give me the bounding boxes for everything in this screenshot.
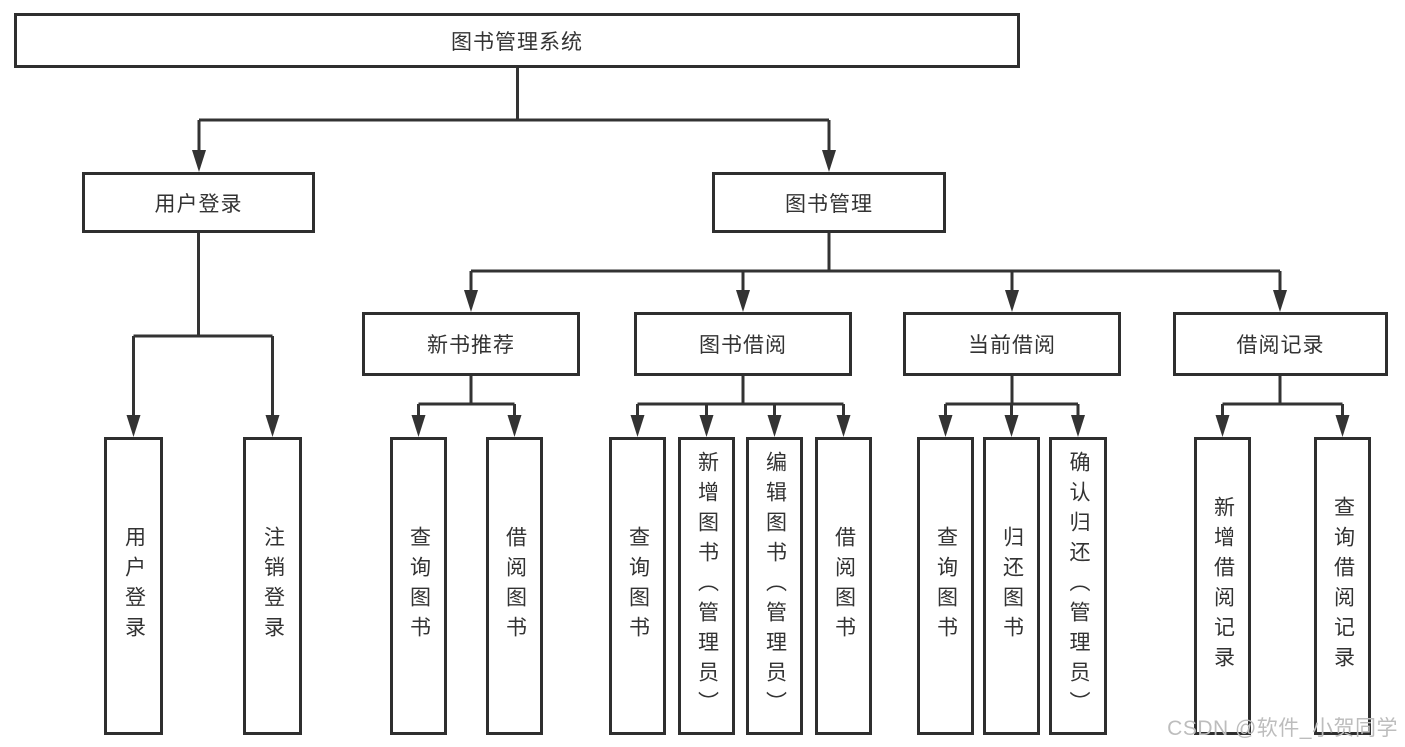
- node-user-login: 用户登录: [82, 172, 315, 233]
- node-borrowing-records: 借阅记录: [1173, 312, 1388, 376]
- leaf-borrow-books-borrowing: 借阅图书: [815, 437, 872, 735]
- leaf-logout: 注销登录: [243, 437, 302, 735]
- leaf-search-books-recommend: 查询图书: [390, 437, 447, 735]
- leaf-return-books: 归还图书: [983, 437, 1040, 735]
- leaf-confirm-return-admin: 确认归还（管理员）: [1049, 437, 1107, 735]
- node-book-borrowing: 图书借阅: [634, 312, 852, 376]
- node-new-book-recommendation: 新书推荐: [362, 312, 580, 376]
- leaf-search-books-borrowing: 查询图书: [609, 437, 666, 735]
- watermark: CSDN @软件_小贺同学: [1167, 717, 1398, 740]
- leaf-search-borrow-record: 查询借阅记录: [1314, 437, 1371, 735]
- leaf-add-borrow-record: 新增借阅记录: [1194, 437, 1251, 735]
- node-library-management-system: 图书管理系统: [14, 13, 1020, 68]
- leaf-user-login: 用户登录: [104, 437, 163, 735]
- leaf-add-books-admin: 新增图书（管理员）: [678, 437, 735, 735]
- node-book-management: 图书管理: [712, 172, 946, 233]
- node-current-borrowing: 当前借阅: [903, 312, 1121, 376]
- arrowheads: [126, 150, 1350, 437]
- leaf-borrow-books-recommend: 借阅图书: [486, 437, 543, 735]
- leaf-search-books-current: 查询图书: [917, 437, 974, 735]
- leaf-edit-books-admin: 编辑图书（管理员）: [746, 437, 803, 735]
